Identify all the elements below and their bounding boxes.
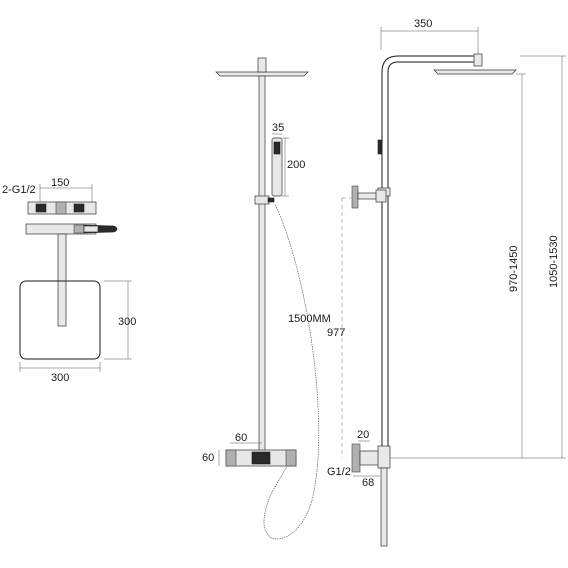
front-view: 35 200 1500MM 60 60 <box>202 57 331 540</box>
shower-head-side <box>433 69 517 75</box>
slide-holder <box>254 195 270 205</box>
handshower-spray-face <box>273 141 281 155</box>
handshower-width-label: 35 <box>272 122 284 134</box>
head-width-label: 300 <box>51 372 69 384</box>
connection-thread-label: G1/2 <box>327 466 351 478</box>
valve-width-label: 60 <box>235 432 247 444</box>
wall-projection-label: 68 <box>362 477 374 489</box>
eccentric-offset-label: 20 <box>357 429 369 441</box>
center-fitting <box>55 201 67 215</box>
shower-head-front <box>215 71 309 77</box>
shower-hose <box>263 203 319 540</box>
riser-pipe-front <box>258 75 266 453</box>
hose-length-label: 1500MM <box>288 313 331 325</box>
wall-bracket-plate <box>351 185 359 209</box>
shower-head-top-view <box>19 280 101 360</box>
valve-height-label: 60 <box>202 452 214 464</box>
side-view: 350 977 20 G1/2 68 970-1450 <box>327 18 566 547</box>
wall-flange-side <box>351 443 361 473</box>
top-view: 150 2-G1/2 300 300 <box>2 177 136 384</box>
riser-and-arm-side <box>381 55 478 452</box>
inlet-spacing-label: 150 <box>51 177 69 189</box>
lower-outlet-pipe <box>380 467 388 547</box>
rail-height-label: 977 <box>327 327 345 339</box>
head-depth-label: 300 <box>118 316 136 328</box>
height-range-inner-label: 970-1450 <box>508 246 520 293</box>
arm-reach-label: 350 <box>414 18 432 30</box>
handshower-length-label: 200 <box>287 159 305 171</box>
riser-pipe-top-view <box>57 233 67 327</box>
valve-side-body <box>359 450 381 466</box>
right-eccentric-nut <box>73 203 85 213</box>
handshower-side <box>377 139 383 155</box>
height-range-outer-label: 1050-1530 <box>548 235 560 288</box>
left-eccentric-nut <box>35 203 47 213</box>
inlet-thread-label: 2-G1/2 <box>2 184 36 196</box>
